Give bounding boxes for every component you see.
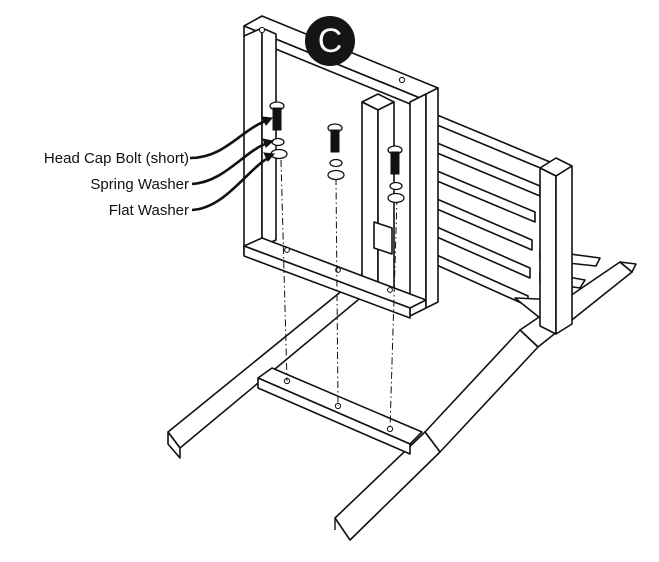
- arrow-flat: [191, 155, 271, 212]
- stretcher-hole-3: [386, 425, 394, 433]
- arrow-bolt: [189, 118, 269, 160]
- side-rail-left: [167, 267, 383, 459]
- arrow-spring: [191, 141, 269, 186]
- rear-post: [539, 157, 573, 335]
- alignment-lines: [280, 159, 398, 430]
- label-spring-washer: Spring Washer: [90, 176, 189, 193]
- step-badge: C: [305, 16, 355, 66]
- bolt-shank: [272, 107, 282, 131]
- label-flat-washer: Flat Washer: [108, 202, 189, 219]
- hardware-stack-left: [269, 101, 288, 160]
- callout-arrows: [189, 116, 276, 212]
- front-stretcher: [257, 367, 423, 455]
- hardware-stack-middle: [327, 123, 345, 181]
- spring-washer: [271, 137, 285, 147]
- hardware-stack-right: [387, 145, 405, 204]
- label-head-cap-bolt: Head Cap Bolt (short): [43, 150, 189, 167]
